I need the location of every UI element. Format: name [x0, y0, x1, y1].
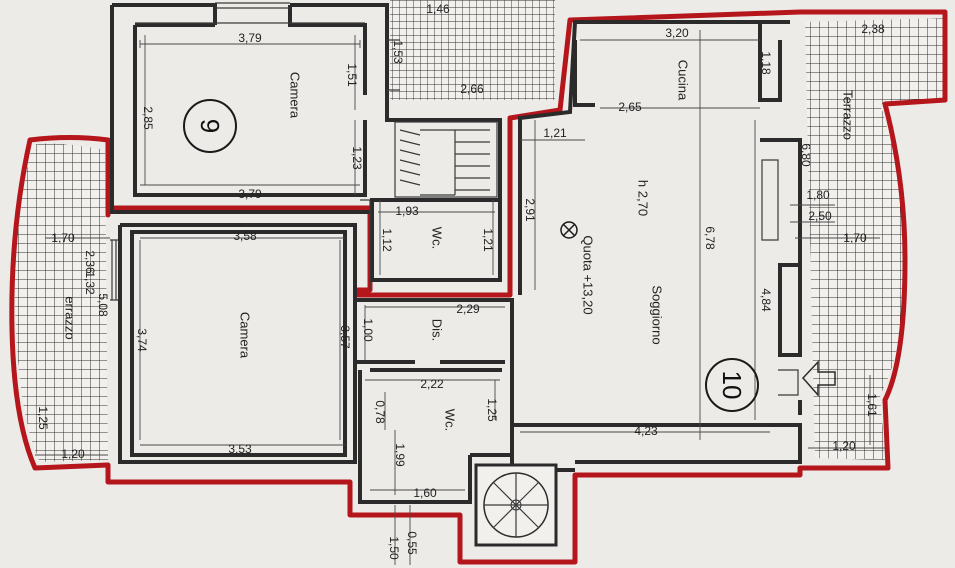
dim-2-22: 2,22	[420, 377, 444, 391]
room-label-wc-top: Wc.	[430, 227, 445, 249]
dim-1-25b: 1,25	[36, 406, 50, 430]
dim-3-79-bottom: 3,79	[238, 187, 262, 201]
staircase	[394, 121, 498, 198]
dimension-labels: 3,79 1,46 2,66 3,79 3,20 2,38 2,65 1,21 …	[51, 2, 885, 500]
walls	[110, 3, 802, 504]
dim-3-20: 3,20	[665, 26, 689, 40]
terrace-right-tiles	[800, 18, 945, 460]
room-label-terrazzo-right: Terrazzo	[841, 90, 856, 140]
dim-1-21b: 1,21	[481, 228, 495, 252]
room-label-wc-bottom: Wc.	[443, 409, 458, 431]
entrance-arrow-icon	[801, 360, 836, 397]
dim-6-80: 6,80	[799, 143, 813, 167]
dim-6-78: 6,78	[703, 226, 717, 250]
dim-1-46: 1,46	[426, 2, 450, 16]
dim-1-20-right: 1,20	[832, 439, 856, 453]
room-label-terrazzo-left: errazzo	[63, 296, 78, 339]
dim-1-80: 1,80	[806, 188, 830, 202]
dim-3-74: 3,74	[135, 328, 149, 352]
height-label: h 2,70	[636, 180, 651, 216]
unit-9-number: 9	[195, 119, 225, 133]
dim-1-21a: 1,21	[543, 126, 567, 140]
dim-1-32: 1,32	[83, 271, 97, 295]
dim-1-18: 1,18	[759, 51, 773, 75]
room-label-dis: Dis.	[430, 319, 445, 341]
dim-4-84: 4,84	[759, 288, 773, 312]
dim-3-53: 3,53	[228, 442, 252, 456]
dim-4-23: 4,23	[634, 424, 658, 438]
balcony-top-tiles	[390, 0, 555, 100]
window-lines	[110, 2, 799, 396]
dim-1-53: 1,53	[391, 40, 405, 64]
dim-1-60: 1,60	[413, 486, 437, 500]
dim-2-29: 2,29	[456, 302, 480, 316]
dim-1-50: 1,50	[387, 536, 401, 560]
unit-10-number: 10	[717, 371, 747, 400]
dim-3-57: 3,57	[338, 325, 352, 349]
dim-2-50: 2,50	[808, 209, 832, 223]
dim-1-20-left: 1,20	[61, 447, 85, 461]
dim-2-65: 2,65	[618, 100, 642, 114]
room-label-camera-bottom: Camera	[238, 312, 253, 359]
dim-1-25a: 1,25	[485, 398, 499, 422]
dim-1-93: 1,93	[395, 204, 419, 218]
room-label-camera-top: Camera	[288, 72, 303, 119]
elevation-marker-icon	[560, 221, 578, 239]
dim-2-66: 2,66	[460, 82, 484, 96]
dim-2-85: 2,85	[141, 106, 155, 130]
dim-2-38: 2,38	[861, 22, 885, 36]
dim-1-99: 1,99	[393, 443, 407, 467]
dim-2-36: 2,36	[83, 250, 97, 274]
dim-2-91: 2,91	[523, 198, 537, 222]
dim-1-23: 1,23	[350, 146, 364, 170]
dimension-labels-vertical: 1,53 1,51 2,85 1,23 1,18 6,80 1,12 1,21 …	[36, 40, 879, 560]
room-label-cucina: Cucina	[676, 60, 691, 101]
dim-1-51: 1,51	[345, 63, 359, 87]
dim-1-00: 1,00	[361, 318, 375, 342]
dim-0-78: 0,78	[373, 400, 387, 424]
unit-10-marker: 10	[705, 358, 759, 412]
dim-1-12: 1,12	[380, 228, 394, 252]
room-label-soggiorno: Soggiorno	[650, 285, 665, 344]
dim-3-79-top: 3,79	[238, 31, 262, 45]
unit-boundary-outline	[9, 9, 948, 565]
unit-9-marker: 9	[183, 99, 237, 153]
terrace-left-tiles	[14, 143, 108, 463]
dim-1-61: 1,61	[865, 393, 879, 417]
dim-0-55: 0,55	[405, 531, 419, 555]
quota-label: Quota +13,20	[581, 235, 596, 314]
dim-1-70-left: 1,70	[51, 231, 75, 245]
dim-1-70-right: 1,70	[843, 231, 867, 245]
spiral-staircase	[474, 463, 558, 547]
dim-5-08: 5,08	[96, 293, 110, 317]
dim-3-58: 3,58	[233, 229, 257, 243]
dimension-lines	[35, 30, 885, 565]
